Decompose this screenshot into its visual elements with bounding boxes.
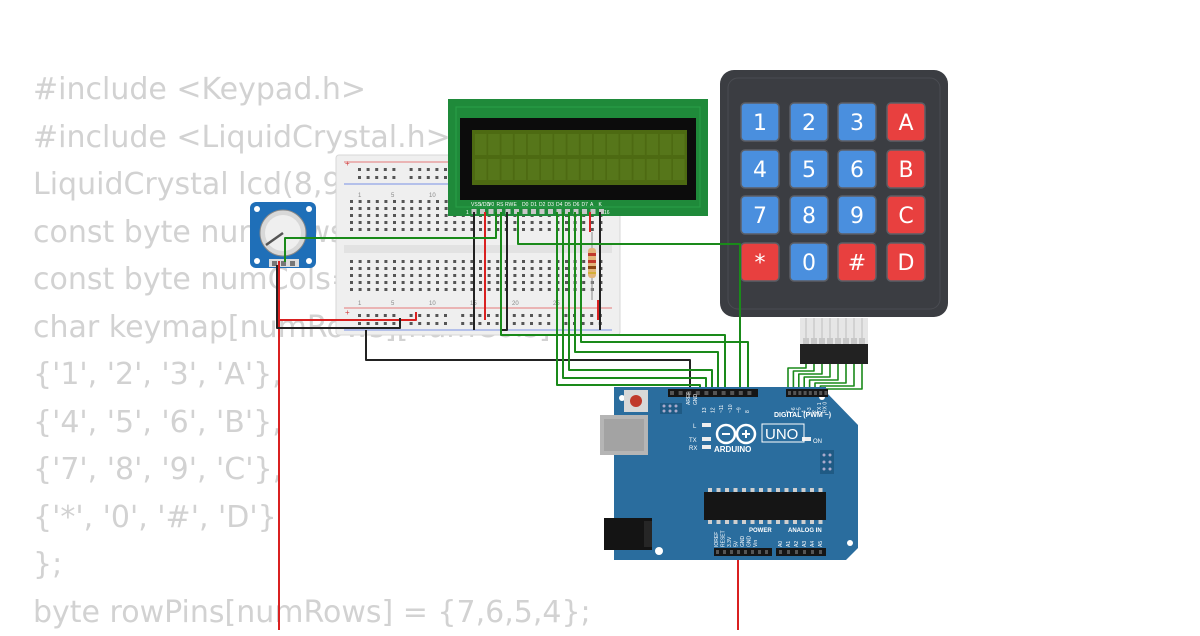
digital-pin-label: 12 — [711, 407, 717, 413]
keypad-ribbon — [800, 318, 868, 344]
lcd-pin-last: 16 — [604, 210, 610, 216]
keypad-key-label: B — [898, 158, 913, 183]
lcd-pin-label: D7 — [582, 202, 589, 208]
analog-pin-label: A3 — [802, 541, 808, 547]
keypad-key-label: 7 — [753, 204, 767, 229]
bb-col-10: 10 — [429, 193, 436, 199]
analog-pin-label: A4 — [810, 541, 816, 547]
keypad-key-label: 9 — [850, 204, 864, 229]
analog-header-label: ANALOG IN — [788, 528, 822, 534]
power-pin-label: Vin — [753, 540, 759, 547]
digital-pin-label: 8 — [745, 410, 751, 413]
keypad-key-label: 0 — [802, 251, 816, 276]
bb-col-20-bottom: 20 — [512, 301, 519, 307]
atmega-chip — [704, 492, 826, 520]
keypad-connector — [800, 344, 868, 364]
keypad-key-label: 1 — [753, 111, 767, 136]
keypad-key[interactable]: 0 — [790, 243, 828, 281]
analog-pin-label: A2 — [794, 541, 800, 547]
lcd-pin-label: D4 — [556, 202, 563, 208]
lcd-pin-label: V0 — [488, 202, 494, 208]
digital-header-label: DIGITAL (PWM ~) — [774, 412, 831, 419]
keypad-key[interactable]: 1 — [741, 103, 779, 141]
digital-pin-label: 13 — [702, 407, 708, 413]
icsp-header-right — [820, 450, 834, 474]
keypad-key[interactable]: # — [838, 243, 876, 281]
power-pin-label: RESET — [721, 530, 727, 547]
keypad-4x4[interactable]: 1 2 3 A 4 5 6 B 7 8 9 C * 0 # D — [720, 70, 948, 364]
keypad-key-label: 6 — [850, 158, 864, 183]
arduino-model: UNO — [765, 426, 798, 443]
rail-plus-label: + — [345, 159, 350, 168]
keypad-key-label: C — [898, 204, 913, 229]
lcd-pin-label: D3 — [548, 202, 555, 208]
on-label: ON — [813, 439, 822, 445]
keypad-key[interactable]: 3 — [838, 103, 876, 141]
keypad-key[interactable]: 9 — [838, 196, 876, 234]
tx-label: TX — [689, 438, 697, 444]
icsp-header — [660, 403, 682, 414]
keypad-key[interactable]: * — [741, 243, 779, 281]
keypad-key[interactable]: 5 — [790, 150, 828, 188]
lcd-pin-label: D1 — [531, 202, 538, 208]
keypad-key[interactable]: 4 — [741, 150, 779, 188]
keypad-key-label: * — [755, 251, 766, 276]
digital-pin-label: ~11 — [719, 405, 725, 413]
rx-label: RX — [689, 446, 697, 452]
power-pin-label: GND — [740, 536, 746, 548]
potentiometer[interactable] — [250, 202, 316, 268]
rail-plus-label-bottom: + — [345, 308, 350, 317]
wire-gnd-arduino — [366, 330, 690, 390]
lcd-pin-label: RW — [505, 202, 514, 208]
analog-pin-label: A5 — [818, 541, 824, 547]
keypad-key[interactable]: C — [887, 196, 925, 234]
arduino-brand: ARDUINO — [714, 445, 751, 454]
keypad-key[interactable]: 7 — [741, 196, 779, 234]
gnd-label-top: GND — [693, 394, 699, 406]
keypad-key[interactable]: A — [887, 103, 925, 141]
lcd-pin-label: D2 — [539, 202, 546, 208]
power-header-label: POWER — [749, 528, 772, 534]
wire-keypad — [788, 364, 806, 390]
analog-pin-label: A0 — [778, 541, 784, 547]
power-pin-label: IOREF — [714, 532, 720, 547]
keypad-key[interactable]: B — [887, 150, 925, 188]
analog-pin-label: A1 — [786, 541, 792, 547]
keypad-key-label: D — [898, 251, 915, 276]
keypad-key-label: 5 — [802, 158, 816, 183]
keypad-key-label: 2 — [802, 111, 816, 136]
digital-pin-label: ~10 — [728, 404, 734, 413]
lcd-pin-first: 1 — [466, 210, 469, 216]
keypad-key[interactable]: 6 — [838, 150, 876, 188]
power-pin-label: 3.3V — [727, 536, 733, 547]
keypad-key-label: 8 — [802, 204, 816, 229]
lcd-pin-label: RS — [497, 202, 505, 208]
keypad-key[interactable]: D — [887, 243, 925, 281]
power-pin-label: GND — [747, 536, 753, 548]
lcd-pin-label: D6 — [573, 202, 580, 208]
keypad-key-label: 4 — [753, 158, 767, 183]
keypad-key-label: A — [898, 111, 913, 136]
lcd-pin-label: D0 — [522, 202, 529, 208]
bb-col-10-bottom: 10 — [429, 301, 436, 307]
keypad-key-label: # — [848, 251, 866, 276]
keypad-key-label: 3 — [850, 111, 864, 136]
keypad-key[interactable]: 8 — [790, 196, 828, 234]
keypad-key[interactable]: 2 — [790, 103, 828, 141]
aref-label: AREF — [686, 392, 692, 405]
power-pin-label: 5V — [734, 540, 740, 547]
digital-pin-label: ~9 — [736, 407, 742, 413]
lcd-pin-label: D5 — [565, 202, 572, 208]
